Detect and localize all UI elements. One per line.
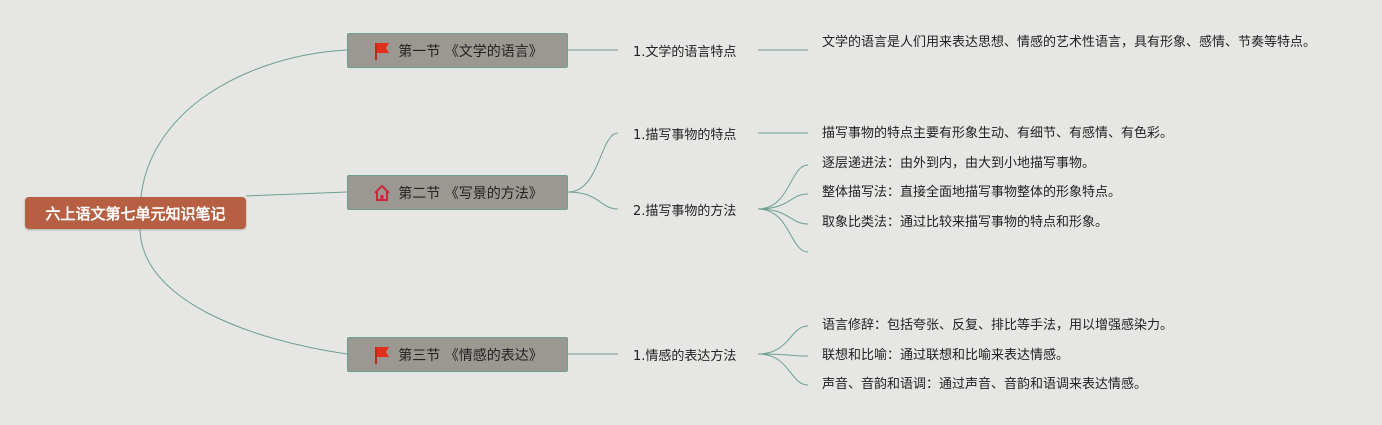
detail-node-3-1-2[interactable]: 联想和比喻：通过联想和比喻来表达情感。	[822, 346, 1069, 365]
detail-text: 整体描写法：直接全面地描写事物整体的形象特点。	[822, 185, 1122, 200]
topic-label: 1.描写事物的特点	[633, 128, 737, 143]
link-s3t1-detail1	[757, 325, 809, 355]
topic-node-2-2[interactable]: 2.描写事物的方法	[633, 200, 736, 219]
section-node-3[interactable]: 第三节 《情感的表达》	[347, 337, 568, 372]
detail-node-2-2-3[interactable]: 取象比类法：通过比较来描写事物的特点和形象。	[822, 213, 1108, 232]
detail-node-2-1-1[interactable]: 描写事物的特点主要有形象生动、有细节、有感情、有色彩。	[822, 124, 1173, 143]
link-s2t2-detail2	[757, 193, 809, 210]
topic-label: 2.描写事物的方法	[633, 204, 737, 219]
detail-text: 文学的语言是人们用来表达思想、情感的艺术性语言，具有形象、感情、节奏等特点。	[822, 35, 1317, 50]
detail-node-3-1-1[interactable]: 语言修辞：包括夸张、反复、排比等手法，用以增强感染力。	[822, 316, 1173, 335]
detail-text: 描写事物的特点主要有形象生动、有细节、有感情、有色彩。	[822, 126, 1174, 141]
detail-text: 声音、音韵和语调：通过声音、音韵和语调来表达情感。	[822, 377, 1148, 392]
section-label-1: 第一节 《文学的语言》	[398, 43, 543, 60]
topic-node-2-1[interactable]: 1.描写事物的特点	[633, 124, 736, 143]
detail-node-2-2-2[interactable]: 整体描写法：直接全面地描写事物整体的形象特点。	[822, 183, 1121, 202]
root-label: 六上语文第七单元知识笔记	[45, 204, 226, 223]
section-node-2[interactable]: 第二节 《写景的方法》	[347, 175, 568, 210]
detail-node-2-2-1[interactable]: 逐层递进法：由外到内，由大到小地描写事物。	[822, 154, 1095, 173]
link-s2t2-detail4	[757, 208, 809, 253]
detail-node-3-1-3[interactable]: 声音、音韵和语调：通过声音、音韵和语调来表达情感。	[822, 375, 1147, 394]
link-root-sec1	[139, 49, 348, 214]
link-root-sec3	[139, 227, 348, 355]
detail-node-1-1-1[interactable]: 文学的语言是人们用来表达思想、情感的艺术性语言，具有形象、感情、节奏等特点。	[822, 33, 1322, 52]
root-node[interactable]: 六上语文第七单元知识笔记	[25, 197, 246, 229]
link-s3t1-detail2	[757, 353, 809, 357]
link-s2t2-detail3	[757, 208, 809, 225]
detail-text: 语言修辞：包括夸张、反复、排比等手法，用以增强感染力。	[822, 318, 1174, 333]
detail-node-2-2-4[interactable]	[822, 242, 1022, 261]
red-flag-icon	[372, 345, 392, 365]
section-label-2: 第二节 《写景的方法》	[398, 185, 543, 202]
link-root-sec2	[245, 191, 348, 197]
detail-text: 取象比类法：通过比较来描写事物的特点和形象。	[822, 215, 1109, 230]
section-label-3: 第三节 《情感的表达》	[398, 347, 543, 364]
link-s2t2-detail1	[757, 164, 809, 210]
link-s3t1-detail3	[757, 353, 809, 386]
topic-node-1-1[interactable]: 1.文学的语言特点	[633, 41, 736, 60]
detail-text: 逐层递进法：由外到内，由大到小地描写事物。	[822, 156, 1096, 171]
topic-label: 1.情感的表达方法	[633, 349, 737, 364]
red-flag-icon	[372, 41, 392, 61]
detail-text: 联想和比喻：通过联想和比喻来表达情感。	[822, 348, 1070, 363]
topic-label: 1.文学的语言特点	[633, 45, 737, 60]
link-sec2-topic1	[567, 132, 619, 193]
link-sec2-topic2	[567, 191, 619, 210]
topic-node-3-1[interactable]: 1.情感的表达方法	[633, 345, 736, 364]
house-icon	[372, 183, 392, 203]
section-node-1[interactable]: 第一节 《文学的语言》	[347, 33, 568, 68]
